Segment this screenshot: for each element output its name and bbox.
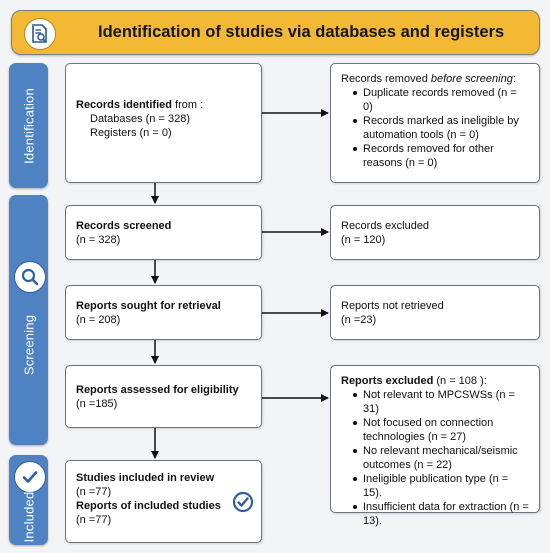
screened-heading: Records screened bbox=[76, 220, 172, 232]
screened-count: (n = 328) bbox=[76, 234, 121, 246]
checkmark-icon bbox=[13, 461, 46, 493]
removed-list: Duplicate records removed (n = 0) Record… bbox=[341, 86, 529, 170]
list-item: Insufficient data for extraction (n = 13… bbox=[341, 500, 529, 528]
list-item: No relevant mechanical/seismic outcomes … bbox=[341, 444, 529, 472]
not-retrieved-heading: Reports not retrieved bbox=[341, 300, 444, 312]
check-circle-icon bbox=[232, 491, 254, 517]
box-reports-assessed: Reports assessed for eligibility (n =185… bbox=[65, 365, 262, 428]
included-reports-count: (n =77) bbox=[76, 514, 112, 526]
removed-heading-post: : bbox=[512, 73, 516, 85]
identified-registers: Registers (n = 0) bbox=[90, 127, 172, 139]
sought-heading: Reports sought for retrieval bbox=[76, 300, 221, 312]
not-retrieved-count: (n =23) bbox=[341, 314, 377, 326]
excluded-count: (n = 120) bbox=[341, 234, 386, 246]
identified-heading: Records identified bbox=[76, 99, 172, 111]
title-banner: Identification of studies via databases … bbox=[11, 10, 540, 55]
box-reports-excluded: Reports excluded (n = 108 ): Not relevan… bbox=[330, 365, 540, 527]
box-records-screened: Records screened (n = 328) bbox=[65, 205, 262, 260]
included-studies-heading: Studies included in review bbox=[76, 472, 215, 484]
reports-excluded-heading-tail: (n = 108 ): bbox=[433, 375, 487, 387]
removed-heading-pre: Records removed bbox=[341, 73, 431, 85]
sought-count: (n = 208) bbox=[76, 314, 121, 326]
box-records-identified: Records identified from : Databases (n =… bbox=[65, 63, 262, 183]
list-item: Not focused on connection technologies (… bbox=[341, 416, 529, 444]
list-item: Ineligible publication type (n = 15). bbox=[341, 472, 529, 500]
list-item: Records removed for other reasons (n = 0… bbox=[341, 142, 529, 170]
document-search-icon bbox=[24, 18, 56, 50]
phase-included: Included bbox=[9, 455, 48, 545]
phase-identification: Identification bbox=[9, 63, 48, 188]
box-records-removed: Records removed before screening: Duplic… bbox=[330, 63, 540, 183]
assessed-heading: Reports assessed for eligibility bbox=[76, 384, 239, 396]
phase-screening: Screening bbox=[9, 195, 48, 445]
identified-heading-tail: from : bbox=[171, 99, 204, 111]
reports-excluded-heading: Reports excluded bbox=[341, 375, 434, 387]
list-item: Not relevant to MPCSWSs (n = 31) bbox=[341, 388, 529, 416]
reports-excluded-list: Not relevant to MPCSWSs (n = 31) Not foc… bbox=[341, 388, 529, 528]
identified-databases: Databases (n = 328) bbox=[90, 113, 190, 125]
included-studies-count: (n =77) bbox=[76, 486, 112, 498]
box-studies-included: Studies included in review (n =77) Repor… bbox=[65, 460, 262, 543]
magnifier-icon bbox=[13, 261, 46, 293]
removed-heading-em: before screening bbox=[430, 73, 513, 85]
included-reports-heading: Reports of included studies bbox=[76, 500, 221, 512]
page-title: Identification of studies via databases … bbox=[98, 23, 505, 41]
excluded-heading: Records excluded bbox=[341, 220, 430, 232]
list-item: Records marked as ineligible by automati… bbox=[341, 114, 529, 142]
list-item: Duplicate records removed (n = 0) bbox=[341, 86, 529, 114]
box-records-excluded: Records excluded (n = 120) bbox=[330, 205, 540, 260]
box-reports-sought: Reports sought for retrieval (n = 208) bbox=[65, 285, 262, 340]
assessed-count: (n =185) bbox=[76, 398, 118, 410]
box-reports-not-retrieved: Reports not retrieved (n =23) bbox=[330, 285, 540, 340]
